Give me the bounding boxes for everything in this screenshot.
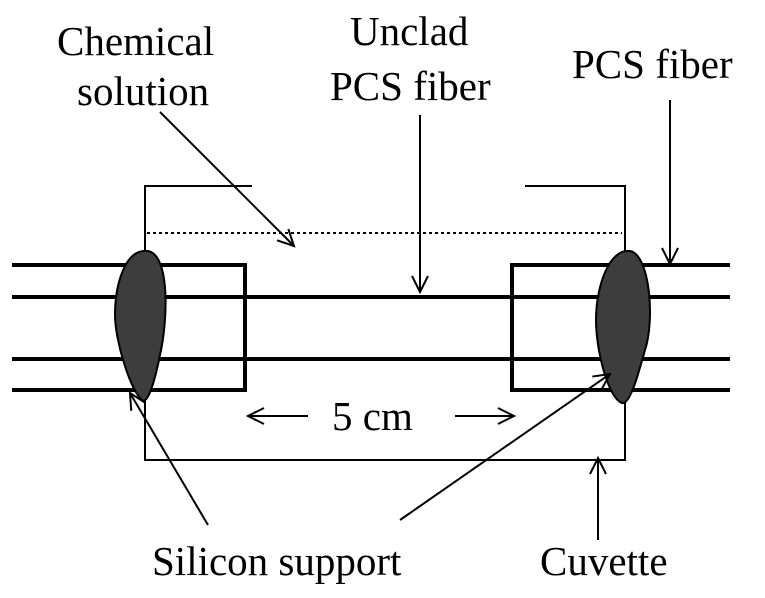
pcs-fiber-label: PCS fiber [572,41,733,87]
unclad-fiber-label-line1: Unclad [350,8,468,54]
silicon-support-arrow-left [130,393,209,526]
leader-arrows [130,100,670,540]
right-silicon-support [594,249,651,404]
silicon-support-arrow-right [399,374,610,521]
left-silicon-support [113,249,167,402]
chemical-solution-label-line1: Chemical [57,18,214,64]
length-label: 5 cm [332,393,413,439]
chemical-solution-label-line2: solution [77,68,209,114]
cuvette-label: Cuvette [540,538,668,584]
silicon-support-label: Silicon support [152,538,402,584]
unclad-fiber-label-line2: PCS fiber [330,63,491,109]
cuvette [144,185,626,461]
chemical-solution-arrow [159,111,294,246]
